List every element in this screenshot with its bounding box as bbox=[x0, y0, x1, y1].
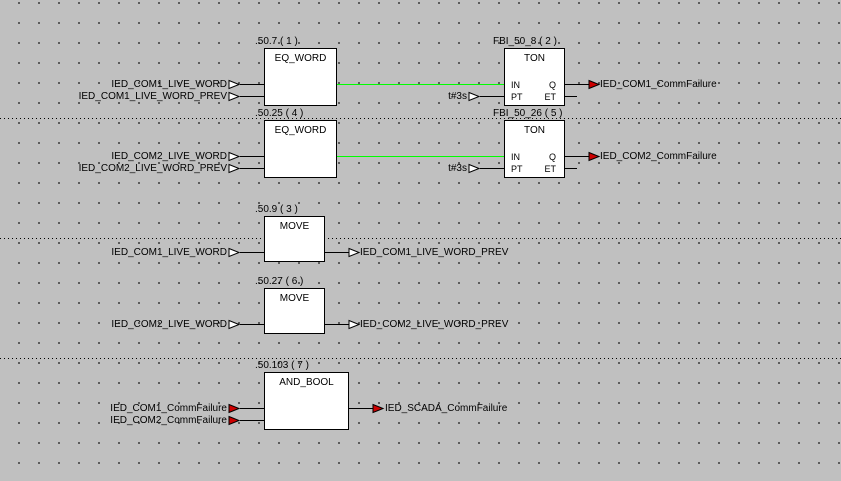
pin-q: Q bbox=[548, 80, 556, 90]
eq-word-block[interactable]: EQ_WORD bbox=[264, 120, 337, 178]
input-connector bbox=[228, 91, 241, 102]
input-connector bbox=[228, 79, 241, 90]
block-id: .50.103 ( 7 ) bbox=[255, 360, 309, 371]
input-connector bbox=[228, 151, 241, 162]
pin-pt: PT bbox=[511, 164, 523, 174]
block-id: .50.25 ( 4 ) bbox=[255, 108, 304, 119]
output-variable[interactable]: IED_SCADA_CommFailure bbox=[385, 403, 508, 414]
block-type: TON bbox=[524, 125, 545, 136]
input-variable[interactable]: IED_COM2_LIVE_WORD bbox=[111, 151, 227, 162]
pin-in: IN bbox=[511, 80, 520, 90]
pin-et: ET bbox=[544, 92, 556, 102]
output-variable[interactable]: IED_COM2_CommFailure bbox=[600, 151, 717, 162]
ton-block[interactable]: TON IN PT Q ET bbox=[504, 48, 565, 106]
pt-constant[interactable]: t#3s bbox=[448, 163, 467, 174]
input-variable[interactable]: IED_COM1_LIVE_WORD bbox=[111, 247, 227, 258]
block-id: .50.9 ( 3 ) bbox=[255, 204, 298, 215]
output-variable[interactable]: IED_COM1_LIVE_WORD_PREV bbox=[360, 247, 509, 258]
input-connector-bool bbox=[228, 415, 241, 426]
block-id: .50.27 ( 6 ) bbox=[255, 276, 304, 287]
block-type: MOVE bbox=[279, 293, 310, 304]
block-type: MOVE bbox=[279, 221, 310, 232]
and-bool-block[interactable]: AND_BOOL bbox=[264, 372, 349, 430]
input-variable[interactable]: IED_COM2_CommFailure bbox=[110, 415, 227, 426]
block-id: FBI_50_26 ( 5 ) bbox=[493, 108, 563, 119]
move-block[interactable]: MOVE bbox=[264, 216, 325, 262]
block-type: AND_BOOL bbox=[279, 377, 334, 388]
input-variable[interactable]: IED_COM1_CommFailure bbox=[110, 403, 227, 414]
output-connector-bool bbox=[588, 151, 601, 162]
block-type: EQ_WORD bbox=[274, 53, 327, 64]
input-connector bbox=[468, 91, 481, 102]
pt-constant[interactable]: t#3s bbox=[448, 91, 467, 102]
output-connector-bool bbox=[372, 403, 385, 414]
input-variable[interactable]: IED_COM1_LIVE_WORD_PREV bbox=[78, 91, 227, 102]
input-connector bbox=[228, 247, 241, 258]
input-connector bbox=[228, 319, 241, 330]
move-block[interactable]: MOVE bbox=[264, 288, 325, 334]
block-type: EQ_WORD bbox=[274, 125, 327, 136]
ton-block[interactable]: TON IN PT Q ET bbox=[504, 120, 565, 178]
pin-pt: PT bbox=[511, 92, 523, 102]
pin-q: Q bbox=[548, 152, 556, 162]
eq-word-block[interactable]: EQ_WORD bbox=[264, 48, 337, 106]
output-connector bbox=[348, 247, 361, 258]
block-id: FBI_50_8 ( 2 ) bbox=[493, 36, 557, 47]
output-connector-bool bbox=[588, 79, 601, 90]
pin-in: IN bbox=[511, 152, 520, 162]
input-variable[interactable]: IED_COM1_LIVE_WORD bbox=[111, 79, 227, 90]
output-variable[interactable]: IED_COM1_CommFailure bbox=[600, 79, 717, 90]
input-connector bbox=[468, 163, 481, 174]
output-connector bbox=[348, 319, 361, 330]
output-variable[interactable]: IED_COM2_LIVE_WORD_PREV bbox=[360, 319, 509, 330]
pin-et: ET bbox=[544, 164, 556, 174]
input-connector bbox=[228, 163, 241, 174]
input-variable[interactable]: IED_COM2_LIVE_WORD bbox=[111, 319, 227, 330]
input-variable[interactable]: IED_COM2_LIVE_WORD_PREV bbox=[78, 163, 227, 174]
block-type: TON bbox=[524, 53, 545, 64]
input-connector-bool bbox=[228, 403, 241, 414]
block-id: .50.7 ( 1 ) bbox=[255, 36, 298, 47]
